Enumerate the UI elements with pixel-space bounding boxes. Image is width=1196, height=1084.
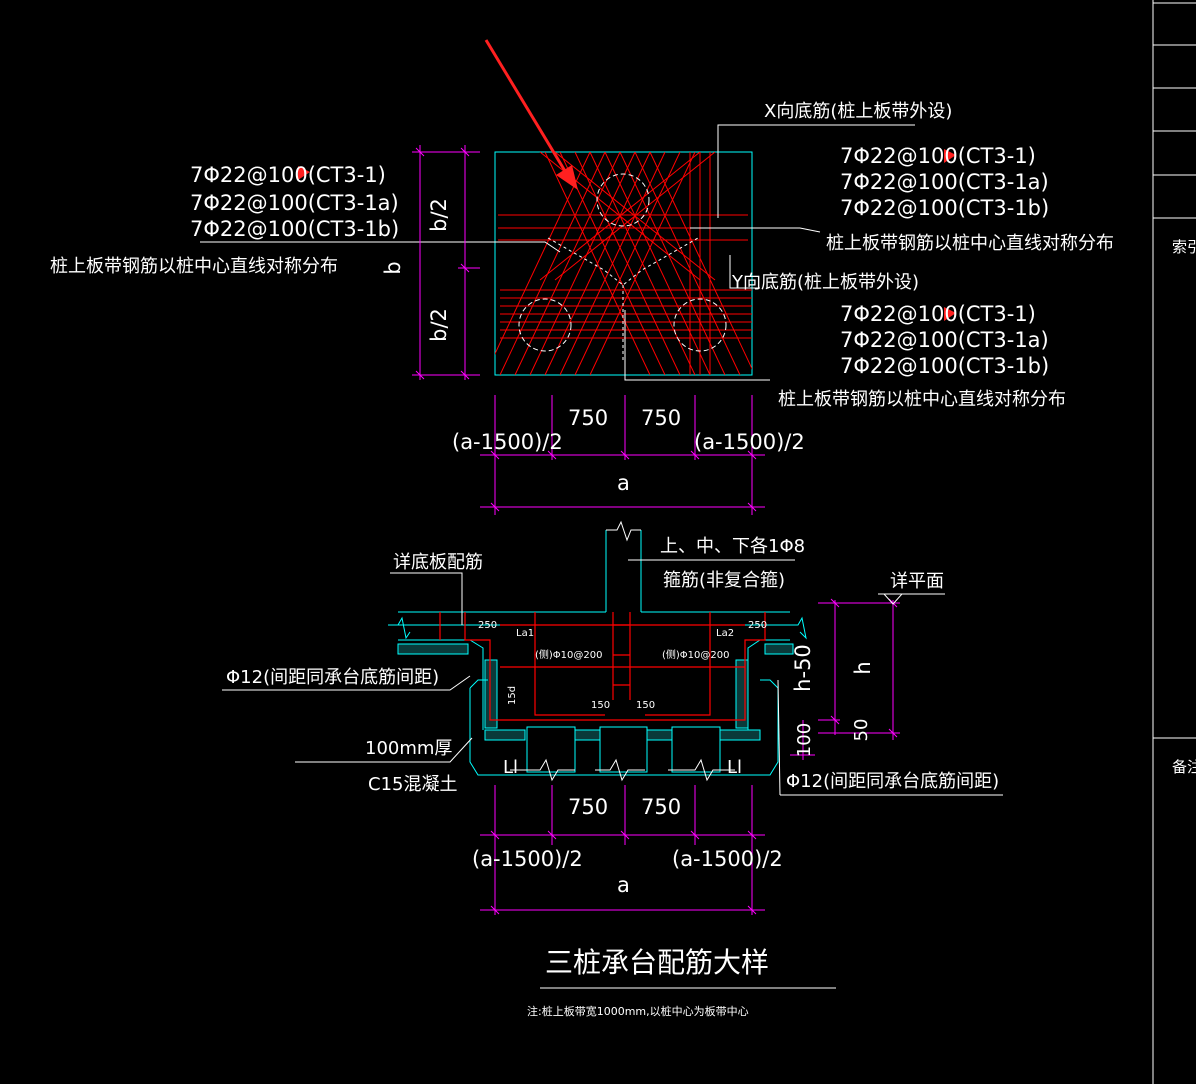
section-dim-h: h bbox=[851, 661, 875, 674]
section-plan-ref: 详平面 bbox=[890, 571, 944, 592]
section-dim-250-right: 250 bbox=[748, 620, 767, 631]
plan-right-bottom-bar-2: 7Φ22@100(CT3-1a) bbox=[840, 328, 1049, 352]
plan-leaders bbox=[200, 124, 915, 381]
section-dim-50: 50 bbox=[851, 719, 872, 742]
section-dim-150-left: 150 bbox=[591, 700, 610, 711]
section-dim-h50: h-50 bbox=[791, 644, 815, 692]
section-la2: La2 bbox=[716, 628, 734, 639]
column bbox=[605, 520, 642, 612]
section-piles bbox=[526, 726, 721, 773]
section-slab-ref: 详底板配筋 bbox=[393, 552, 483, 573]
plan-right-bottom-note: 桩上板带钢筋以桩中心直线对称分布 bbox=[778, 389, 1066, 410]
plan-dim-750-right: 750 bbox=[641, 406, 681, 430]
section-view: 上、中、下各1Φ8 箍筋(非复合箍) 详底板配筋 详平面 Φ12(间距同承台底筋… bbox=[222, 520, 1003, 915]
plan-dim-b-half-bottom: b/2 bbox=[427, 308, 451, 342]
section-dim-250-left: 250 bbox=[478, 620, 497, 631]
section-dim-150-right: 150 bbox=[636, 700, 655, 711]
section-ll-left: Ll bbox=[503, 757, 518, 778]
section-dim-side-left: (a-1500)/2 bbox=[472, 847, 583, 871]
section-concrete-2: C15混凝土 bbox=[368, 774, 457, 795]
pile-bottom-left bbox=[518, 298, 572, 352]
plan-right-bottom-bar-1: 7Φ22@100(CT3-1) bbox=[840, 302, 1036, 326]
section-dim-15d: 15d bbox=[507, 686, 518, 705]
section-left-bar: Φ12(间距同承台底筋间距) bbox=[226, 667, 439, 688]
pile-bottom-right bbox=[673, 298, 727, 352]
section-concrete-1: 100mm厚 bbox=[365, 738, 452, 759]
section-dim-side-right: (a-1500)/2 bbox=[672, 847, 783, 871]
pile-cap-outline bbox=[494, 151, 753, 376]
plan-ref-marker bbox=[878, 593, 945, 605]
section-stirrup-1: 上、中、下各1Φ8 bbox=[660, 536, 805, 557]
plan-dim-b: b bbox=[381, 261, 405, 274]
plan-left-bar-1: 7Φ22@100(CT3-1) bbox=[190, 163, 386, 187]
plan-x-label: X向底筋(桩上板带外设) bbox=[764, 101, 952, 122]
section-dim-100: 100 bbox=[794, 723, 815, 757]
section-la1: La1 bbox=[516, 628, 534, 639]
section-dimensions bbox=[480, 598, 900, 915]
plan-dim-side-right: (a-1500)/2 bbox=[694, 430, 805, 454]
plan-right-top-note: 桩上板带钢筋以桩中心直线对称分布 bbox=[826, 233, 1114, 254]
side-panel bbox=[1152, 0, 1196, 1084]
section-rebar-right: (侧)Φ10@200 bbox=[662, 648, 730, 661]
plan-view: 7Φ22@100(CT3-1) 7Φ22@100(CT3-1a) 7Φ22@10… bbox=[50, 39, 1114, 515]
plan-rebar bbox=[495, 152, 752, 375]
plan-dim-b-half-top: b/2 bbox=[427, 198, 451, 232]
section-leaders bbox=[222, 559, 1003, 796]
plan-left-note: 桩上板带钢筋以桩中心直线对称分布 bbox=[50, 256, 338, 277]
drawing-title-block: 三桩承台配筋大样 注:桩上板带宽1000mm,以桩中心为板带中心 bbox=[527, 946, 836, 1018]
drawing-title: 三桩承台配筋大样 bbox=[545, 946, 769, 979]
pile-top bbox=[596, 173, 650, 227]
red-arrow bbox=[484, 39, 578, 190]
section-outer bbox=[469, 679, 779, 776]
drawing-note: 注:桩上板带宽1000mm,以桩中心为板带中心 bbox=[527, 1004, 749, 1018]
side-panel-label-2: 备注 bbox=[1172, 758, 1196, 776]
section-rebar-left: (侧)Φ10@200 bbox=[535, 648, 603, 661]
flag-icons bbox=[298, 149, 956, 321]
plan-right-top-bar-3: 7Φ22@100(CT3-1b) bbox=[840, 196, 1049, 220]
section-ll-right: Ll bbox=[727, 757, 742, 778]
plan-left-bar-3: 7Φ22@100(CT3-1b) bbox=[190, 217, 399, 241]
plan-right-bottom-bar-3: 7Φ22@100(CT3-1b) bbox=[840, 354, 1049, 378]
plan-center-lines bbox=[547, 237, 699, 360]
section-dim-a: a bbox=[617, 873, 630, 897]
plan-dimensions bbox=[412, 145, 765, 515]
section-dim-750-left: 750 bbox=[568, 795, 608, 819]
section-stirrup-2: 箍筋(非复合箍) bbox=[663, 570, 785, 591]
plan-right-top-bar-1: 7Φ22@100(CT3-1) bbox=[840, 144, 1036, 168]
side-panel-label-1: 索引 bbox=[1172, 238, 1196, 256]
pile-breaks bbox=[510, 758, 735, 782]
flag-icon bbox=[944, 149, 956, 163]
plan-left-bar-2: 7Φ22@100(CT3-1a) bbox=[190, 191, 399, 215]
plan-y-label: Y向底筋(桩上板带外设) bbox=[731, 272, 919, 293]
flag-icon bbox=[298, 166, 310, 180]
plan-dim-a: a bbox=[617, 471, 630, 495]
flag-icon bbox=[944, 307, 956, 321]
section-dim-750-right: 750 bbox=[641, 795, 681, 819]
section-right-bar: Φ12(间距同承台底筋间距) bbox=[786, 771, 999, 792]
pile-circles bbox=[518, 173, 727, 352]
section-rebar bbox=[439, 612, 766, 721]
plan-dim-side-left: (a-1500)/2 bbox=[452, 430, 563, 454]
plan-dim-750-left: 750 bbox=[568, 406, 608, 430]
plan-right-top-bar-2: 7Φ22@100(CT3-1a) bbox=[840, 170, 1049, 194]
